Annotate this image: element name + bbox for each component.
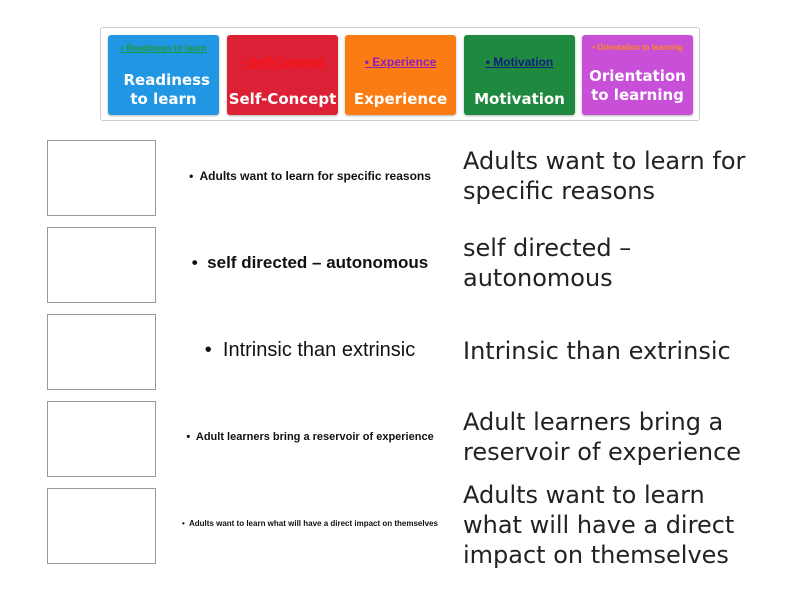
row-text: Adults want to learn what will have a di… bbox=[463, 481, 735, 569]
tile-image-text: • Readiness to learn bbox=[120, 43, 207, 53]
drop-zone-1[interactable] bbox=[47, 140, 156, 216]
tile-label: Self-Concept bbox=[228, 90, 337, 108]
drop-zone-4[interactable] bbox=[47, 401, 156, 477]
tile-self-concept[interactable]: • Self-Concept Self-Concept bbox=[227, 35, 338, 115]
row-text: Intrinsic than extrinsic bbox=[463, 337, 731, 365]
tile-motivation[interactable]: • Motivation Motivation bbox=[464, 35, 575, 115]
tile-image-text: • Orientation to learning bbox=[592, 43, 683, 52]
tile-label: Readiness to learn bbox=[123, 71, 210, 108]
tile-label: Motivation bbox=[474, 90, 565, 108]
row-image-text: • Adult learners bring a reservoir of ex… bbox=[186, 431, 434, 443]
row-text: self directed – autonomous bbox=[463, 234, 632, 292]
tile-experience[interactable]: • Experience Experience bbox=[345, 35, 456, 115]
drop-zone-2[interactable] bbox=[47, 227, 156, 303]
tile-label: Orientation to learning bbox=[589, 67, 686, 104]
row-image-text: • Adults want to learn what will have a … bbox=[182, 519, 438, 528]
tile-image-text: • Experience bbox=[364, 55, 437, 69]
row-image-text: • Adults want to learn for specific reas… bbox=[189, 169, 431, 183]
answer-tiles-tray: • Readiness to learn Readiness to learn … bbox=[100, 27, 700, 121]
drop-zone-3[interactable] bbox=[47, 314, 156, 390]
row-image-text: • Intrinsic than extrinsic bbox=[204, 339, 416, 361]
row-text: Adults want to learn for specific reason… bbox=[463, 147, 746, 205]
tile-readiness-to-learn[interactable]: • Readiness to learn Readiness to learn bbox=[108, 35, 219, 115]
tile-image-text: • Motivation bbox=[485, 55, 554, 69]
row-image-text: • self directed – autonomous bbox=[191, 253, 429, 272]
tile-label: Experience bbox=[353, 90, 448, 108]
tile-orientation-to-learning[interactable]: • Orientation to learning Orientation to… bbox=[582, 35, 693, 115]
row-text: Adult learners bring a reservoir of expe… bbox=[463, 408, 742, 466]
tile-image-text: • Self-Concept bbox=[241, 55, 324, 69]
drop-zone-5[interactable] bbox=[47, 488, 156, 564]
